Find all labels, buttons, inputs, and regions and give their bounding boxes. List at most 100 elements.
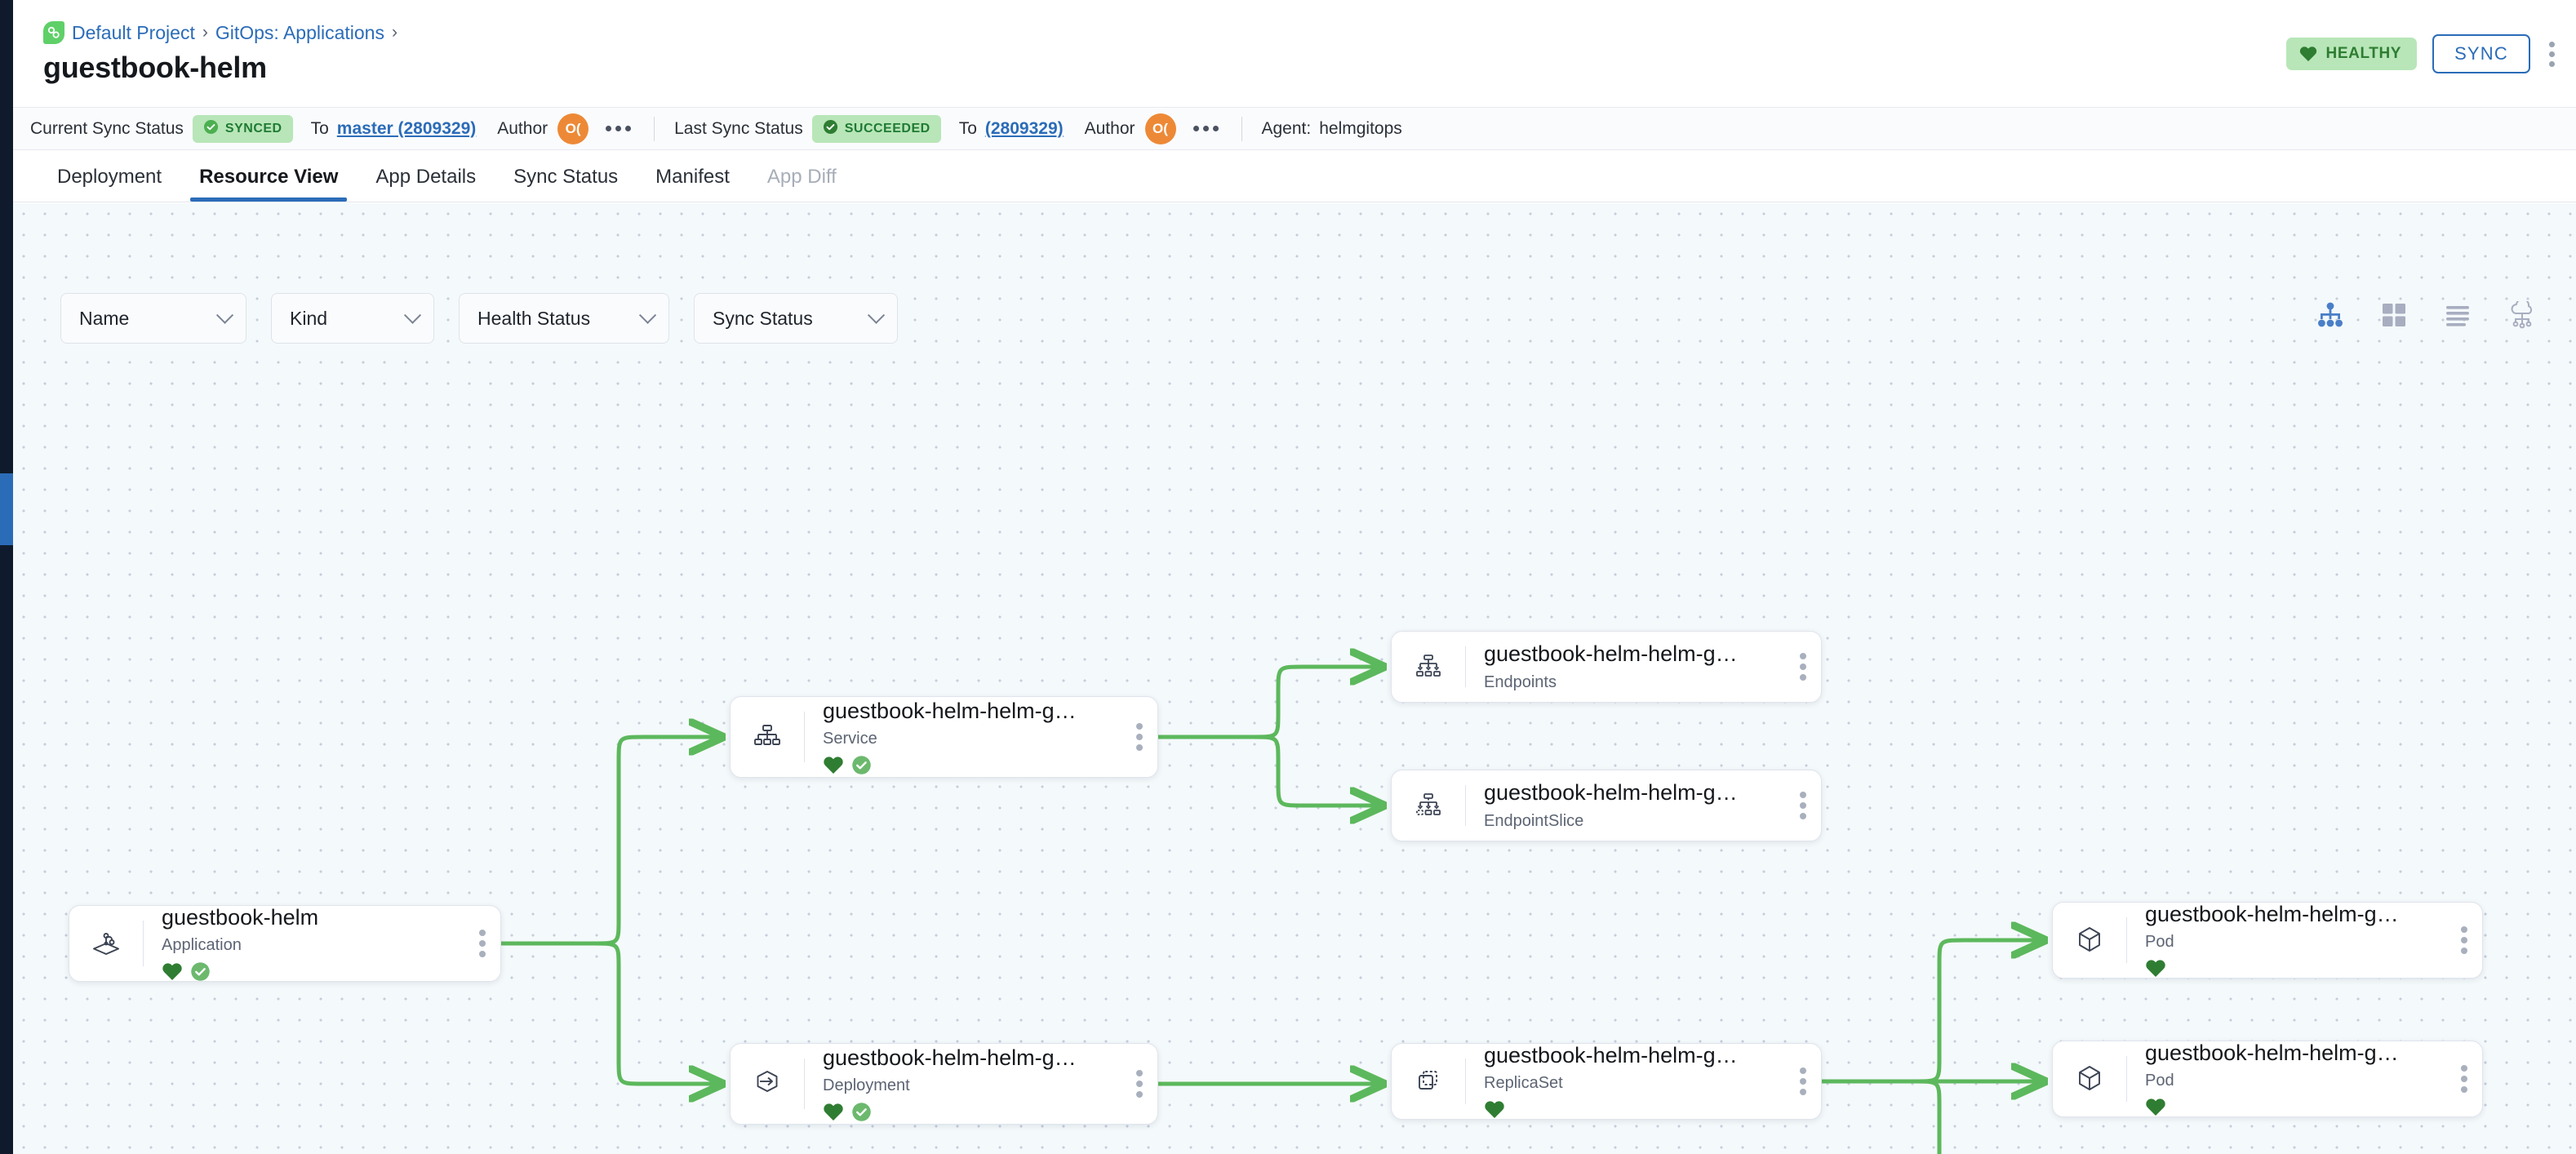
filter-name[interactable]: Name xyxy=(60,293,246,344)
avatar[interactable]: O( xyxy=(557,113,589,144)
node-status-icons xyxy=(1484,1099,1795,1120)
heart-icon xyxy=(823,1103,844,1121)
node-menu-icon[interactable] xyxy=(1131,723,1157,751)
agent-info: Agent:helmgitops xyxy=(1262,119,1402,139)
left-nav-rail[interactable] xyxy=(0,0,13,1154)
avatar[interactable]: O( xyxy=(1144,113,1176,144)
graph-node-pod-1[interactable]: guestbook-helm-helm-g… Pod xyxy=(2052,902,2483,979)
status-badge-synced: SYNCED xyxy=(192,114,293,143)
breadcrumb-link-gitops-applications[interactable]: GitOps: Applications xyxy=(215,21,384,43)
status-badge-succeeded: SUCCEEDED xyxy=(811,114,941,143)
node-name: guestbook-helm-helm-g… xyxy=(823,698,1077,723)
breadcrumb-link-default-project[interactable]: Default Project xyxy=(72,21,195,43)
edge-service-to-endpoints xyxy=(1251,667,1381,739)
heart-icon xyxy=(162,962,183,981)
graph-node-endpoints[interactable]: guestbook-helm-helm-g… Endpoints xyxy=(1391,631,1822,703)
agent-value: helmgitops xyxy=(1319,118,1402,138)
synced-badge-label: SYNCED xyxy=(224,121,282,135)
node-kind: Endpoints xyxy=(1484,672,1557,691)
pod-icon xyxy=(2053,922,2126,958)
breadcrumb-separator: › xyxy=(202,23,208,42)
node-menu-icon[interactable] xyxy=(2456,1065,2482,1093)
node-body: guestbook-helm-helm-g… EndpointSlice xyxy=(1466,780,1795,830)
filter-name-label: Name xyxy=(79,307,130,329)
network-view-icon[interactable] xyxy=(2507,298,2537,333)
succeeded-badge-label: SUCCEEDED xyxy=(844,121,930,135)
node-menu-icon[interactable] xyxy=(1795,792,1821,819)
tab-app-details[interactable]: App Details xyxy=(375,166,477,188)
edge-replicaset-to-pod-1 xyxy=(1912,940,2042,1084)
divider xyxy=(1465,785,1466,826)
heart-icon xyxy=(2145,959,2166,978)
filter-health-status[interactable]: Health Status xyxy=(459,293,669,344)
filter-kind[interactable]: Kind xyxy=(271,293,434,344)
graph-node-service[interactable]: guestbook-helm-helm-g… Service xyxy=(730,696,1158,778)
resource-graph-canvas[interactable]: Name Kind Health Status Sync Status xyxy=(13,203,2576,1154)
service-icon xyxy=(731,721,804,753)
node-status-icons xyxy=(823,754,1131,775)
left-rail-active-indicator xyxy=(0,473,13,545)
argo-octopus-icon xyxy=(43,21,64,44)
node-body: guestbook-helm-helm-g… Deployment xyxy=(805,1045,1131,1122)
edge-replicaset-to-pod-3 xyxy=(1912,1079,1942,1154)
divider xyxy=(804,712,805,762)
breadcrumb-separator: › xyxy=(391,23,398,42)
grid-view-icon[interactable] xyxy=(2380,301,2408,333)
node-status-icons xyxy=(2145,957,2456,979)
check-circle-icon xyxy=(851,1102,872,1122)
heart-icon xyxy=(1484,1100,1505,1119)
heart-icon xyxy=(823,756,844,775)
node-menu-icon[interactable] xyxy=(1131,1070,1157,1098)
tab-resource-view[interactable]: Resource View xyxy=(180,166,357,202)
check-circle-icon xyxy=(823,119,838,139)
last-revision-link[interactable]: (2809329) xyxy=(984,118,1064,138)
node-name: guestbook-helm-helm-g… xyxy=(1484,641,1738,667)
application-icon xyxy=(69,925,143,961)
tab-bar: Deployment Resource View App Details Syn… xyxy=(13,150,2576,202)
current-revision-link[interactable]: master (2809329) xyxy=(336,118,477,138)
page-header: Default Project › GitOps: Applications ›… xyxy=(13,0,2576,107)
graph-node-deployment[interactable]: guestbook-helm-helm-g… Deployment xyxy=(730,1043,1158,1125)
tab-sync-status[interactable]: Sync Status xyxy=(513,166,619,188)
ellipsis-icon[interactable] xyxy=(602,122,634,135)
node-menu-icon[interactable] xyxy=(2456,926,2482,954)
divider xyxy=(1241,116,1242,141)
node-body: guestbook-helm-helm-g… Service xyxy=(805,699,1131,775)
graph-node-pod-2[interactable]: guestbook-helm-helm-g… Pod xyxy=(2052,1041,2483,1117)
current-to-label: To xyxy=(310,118,329,138)
divider xyxy=(143,921,144,966)
graph-node-replicaset[interactable]: guestbook-helm-helm-g… ReplicaSet xyxy=(1391,1043,1822,1120)
check-circle-icon xyxy=(190,961,211,982)
tab-app-diff: App Diff xyxy=(766,166,837,188)
deployment-icon xyxy=(731,1066,804,1102)
sync-button[interactable]: SYNC xyxy=(2432,34,2530,73)
node-kind: Service xyxy=(823,730,877,748)
sync-status-bar: Current Sync Status SYNCED To master (28… xyxy=(13,107,2576,150)
kebab-menu-icon[interactable] xyxy=(2546,38,2558,70)
chevron-down-icon xyxy=(403,306,422,324)
node-menu-icon[interactable] xyxy=(474,930,500,957)
graph-node-application[interactable]: guestbook-helm Application xyxy=(69,905,501,982)
health-badge-label: HEALTHY xyxy=(2325,45,2402,62)
current-author-label: Author xyxy=(497,118,549,138)
node-status-icons xyxy=(162,961,474,982)
list-view-icon[interactable] xyxy=(2444,301,2472,333)
filter-sync-status-label: Sync Status xyxy=(713,307,813,329)
pod-icon xyxy=(2053,1061,2126,1097)
tab-deployment[interactable]: Deployment xyxy=(57,166,162,188)
node-menu-icon[interactable] xyxy=(1795,1067,1821,1095)
node-body: guestbook-helm-helm-g… ReplicaSet xyxy=(1466,1043,1795,1120)
node-menu-icon[interactable] xyxy=(1795,653,1821,681)
divider xyxy=(804,1059,805,1109)
last-author-label: Author xyxy=(1084,118,1135,138)
ellipsis-icon[interactable] xyxy=(1190,122,1222,135)
filter-sync-status[interactable]: Sync Status xyxy=(694,293,898,344)
tree-view-icon[interactable] xyxy=(2316,301,2344,333)
header-actions: HEALTHY SYNC xyxy=(2285,34,2558,73)
graph-node-endpointslice[interactable]: guestbook-helm-helm-g… EndpointSlice xyxy=(1391,770,1822,841)
node-status-icons xyxy=(2145,1096,2456,1117)
filter-kind-label: Kind xyxy=(290,307,328,329)
tab-manifest[interactable]: Manifest xyxy=(655,166,730,188)
node-kind: Pod xyxy=(2145,1072,2174,1090)
status-badge-health: HEALTHY xyxy=(2285,38,2418,70)
